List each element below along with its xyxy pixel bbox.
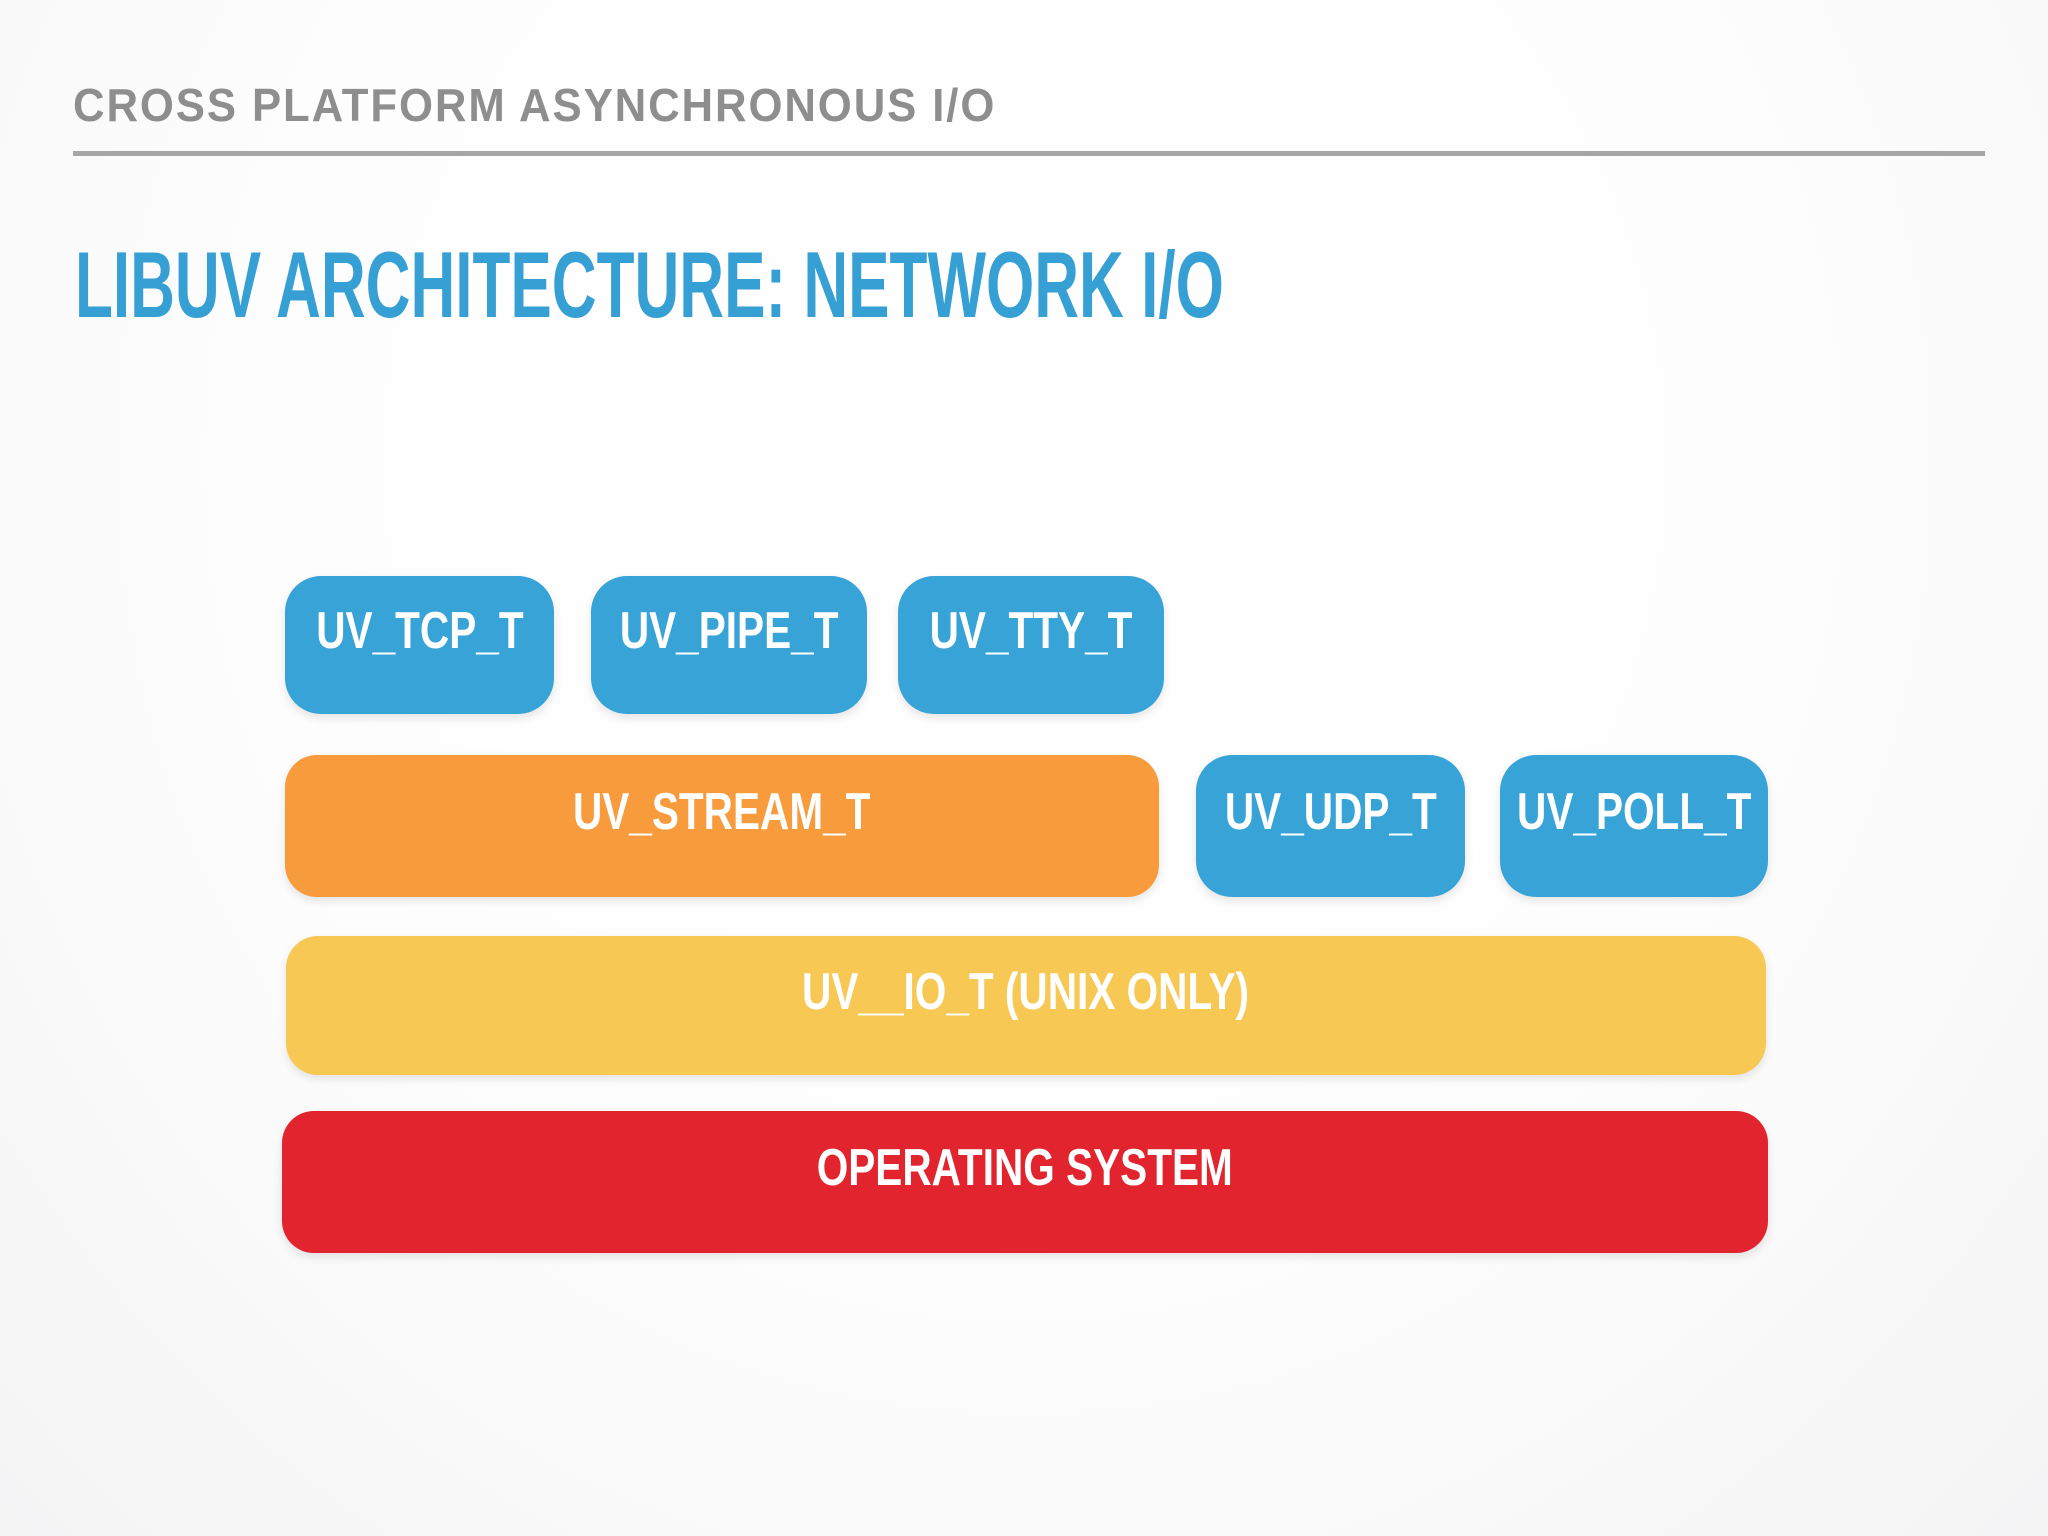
box-uv-poll-t: UV_POLL_T (1500, 755, 1768, 897)
box-label: OPERATING SYSTEM (816, 1139, 1234, 1197)
box-label: UV_STREAM_T (573, 783, 871, 841)
box-label: UV_UDP_T (1224, 783, 1437, 841)
box-uv-io-t-unix-only: UV__IO_T (UNIX ONLY) (286, 936, 1766, 1075)
box-label: UV_TTY_T (929, 602, 1133, 660)
box-uv-tty-t: UV_TTY_T (898, 576, 1164, 714)
box-label: UV_PIPE_T (619, 602, 839, 660)
box-operating-system: OPERATING SYSTEM (282, 1111, 1768, 1253)
box-uv-udp-t: UV_UDP_T (1196, 755, 1465, 897)
slide-kicker: CROSS PLATFORM ASYNCHRONOUS I/O (73, 79, 997, 131)
box-uv-tcp-t: UV_TCP_T (285, 576, 554, 714)
header-rule (73, 151, 1985, 156)
box-label: UV_POLL_T (1516, 783, 1752, 841)
box-label: UV__IO_T (UNIX ONLY) (802, 962, 1250, 1021)
box-label: UV_TCP_T (315, 602, 524, 660)
box-uv-pipe-t: UV_PIPE_T (591, 576, 867, 714)
slide-title: LIBUV ARCHITECTURE: NETWORK I/O (75, 232, 1224, 337)
box-uv-stream-t: UV_STREAM_T (285, 755, 1159, 897)
